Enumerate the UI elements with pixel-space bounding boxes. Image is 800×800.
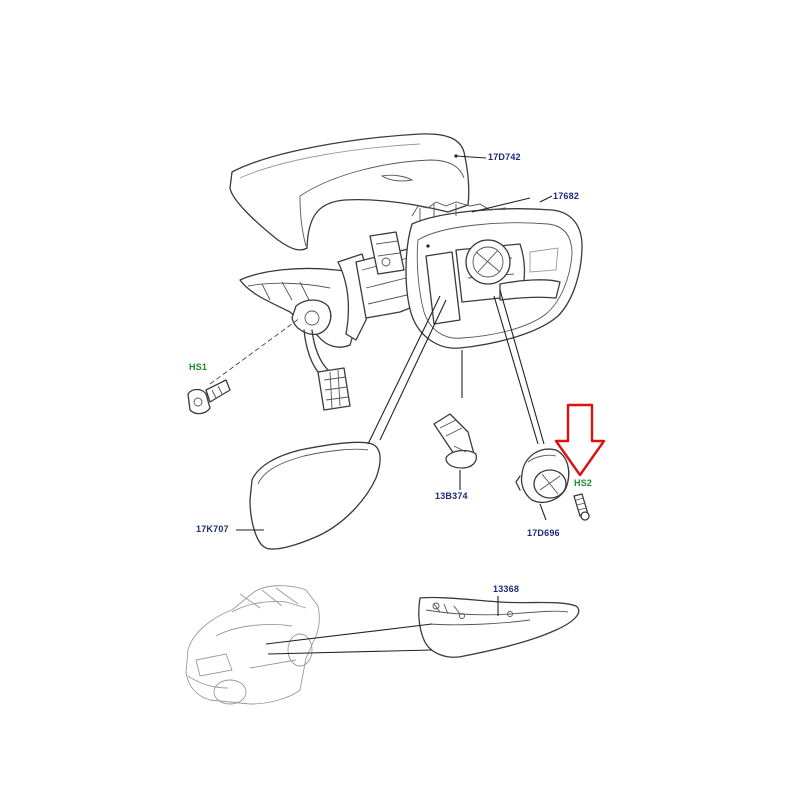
label-17D696: 17D696 (527, 528, 560, 538)
label-17K707: 17K707 (196, 524, 229, 534)
motor-17D696 (515, 448, 570, 503)
screw-hs1 (187, 379, 231, 415)
highlight-arrow (554, 403, 606, 477)
label-hs1: HS1 (189, 362, 208, 372)
screw-hs2 (573, 493, 590, 521)
wiring-harness (303, 329, 351, 411)
label-17682: 17682 (553, 191, 580, 201)
label-17D742: 17D742 (488, 152, 521, 162)
label-13368: 13368 (493, 584, 520, 594)
mirror-body (239, 231, 431, 348)
label-13B374: 13B374 (435, 491, 468, 501)
vehicle-silhouette (185, 585, 320, 705)
mirror-glass-17K707 (249, 441, 381, 550)
mirror-housing-17682 (405, 201, 583, 349)
leader-lines (209, 154, 553, 655)
puddle-lamp-13B374 (433, 413, 478, 469)
indicator-13368 (418, 596, 580, 658)
label-hs2: HS2 (574, 478, 593, 488)
